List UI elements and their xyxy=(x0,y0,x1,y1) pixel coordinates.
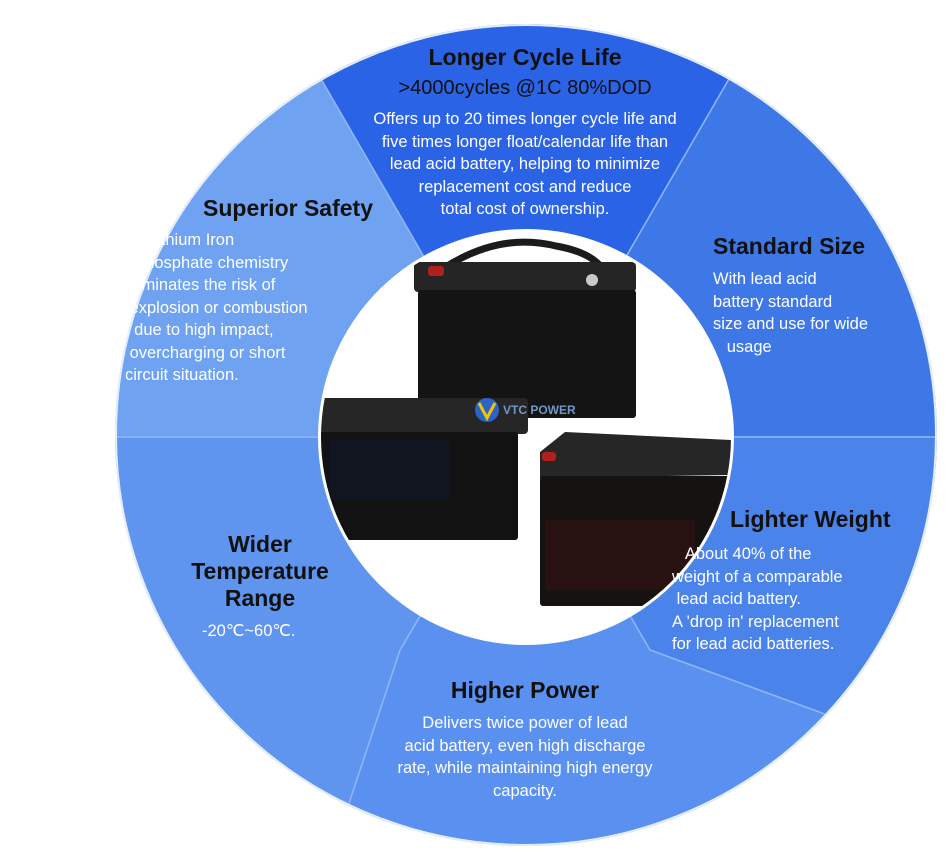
vtc-logo-mark xyxy=(477,402,497,422)
battery-terminal-right xyxy=(542,452,556,461)
wider-temperature-range-body: -20℃~60℃. xyxy=(202,622,296,640)
battery-tint xyxy=(545,520,695,590)
battery-lid-right xyxy=(540,432,731,478)
center-photo: VTC POWER xyxy=(321,232,731,642)
higher-power-body: Delivers twice power of lead acid batter… xyxy=(397,714,653,800)
lighter-weight-body: About 40% of the weight of a comparable … xyxy=(672,545,843,653)
battery-reflection xyxy=(330,440,450,500)
standard-size-body: With lead acid battery standard size and… xyxy=(713,270,869,356)
battery-body-back xyxy=(418,290,636,418)
wheel-outer-ring xyxy=(115,24,937,846)
lighter-weight-title: Lighter Weight xyxy=(730,506,891,532)
battery-terminal-positive xyxy=(428,266,444,276)
longer-cycle-life-body: Offers up to 20 times longer cycle life … xyxy=(373,110,677,218)
longer-cycle-life-title: Longer Cycle Life xyxy=(428,44,622,70)
superior-safety-body: Lithium Iron Phosphate chemistry elimina… xyxy=(125,231,308,384)
longer-cycle-life-subtitle: >4000cycles @1C 80%DOD xyxy=(398,77,652,99)
battery-handle xyxy=(442,238,605,271)
wider-temperature-range-title: Wider Temperature Range xyxy=(191,531,329,611)
higher-power-title: Higher Power xyxy=(450,677,600,703)
battery-lid-back xyxy=(414,262,636,292)
battery-terminal-negative xyxy=(586,274,598,286)
standard-size-title: Standard Size xyxy=(713,233,866,259)
superior-safety-title: Superior Safety xyxy=(203,195,373,221)
vtc-logo-text: VTC POWER xyxy=(503,403,576,417)
